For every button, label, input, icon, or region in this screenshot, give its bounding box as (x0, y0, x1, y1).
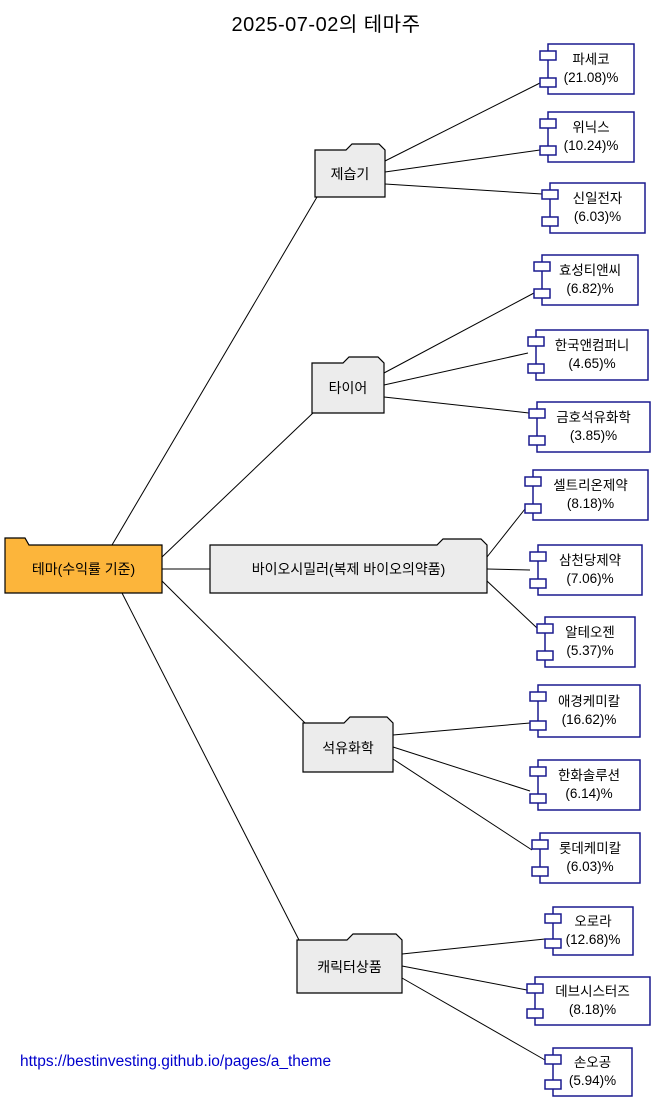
theme-node-label: 석유화학 (322, 739, 374, 756)
stock-node-shape (529, 684, 641, 738)
stock-name: 애경케미칼 (557, 694, 621, 710)
stock-node-shape (531, 832, 641, 884)
stock-node-shape (528, 401, 651, 453)
tree-edges (111, 82, 546, 1061)
stock-node-shape (529, 759, 641, 811)
stock-return: (6.03)% (573, 209, 622, 224)
stock-name: 효성티앤씨 (558, 263, 622, 279)
stock-node-label: 한화솔루션 (6.14)% (538, 760, 640, 810)
stock-node-label: 신일전자 (6.03)% (550, 183, 645, 233)
stock-name: 신일전자 (572, 191, 623, 207)
stock-return: (10.24)% (563, 138, 619, 153)
stock-node-shape (536, 616, 636, 668)
stock-return: (8.18)% (568, 1002, 617, 1017)
stock-name: 알테오젠 (565, 625, 615, 641)
stock-name: 파세코 (572, 52, 610, 68)
stock-node-label: 오로라 (12.68)% (553, 907, 633, 955)
stock-node-shape (544, 1047, 633, 1097)
stock-name: 오로라 (574, 914, 612, 930)
stock-node-shape (539, 111, 635, 163)
stock-return: (7.06)% (566, 571, 614, 586)
stock-return: (12.68)% (565, 932, 621, 947)
stock-return: (5.37)% (566, 643, 614, 658)
stock-node-label: 파세코 (21.08)% (548, 44, 634, 94)
stock-node-shape (524, 469, 649, 521)
stock-node-shape (527, 329, 649, 381)
stock-node-label: 한국앤컴퍼니 (4.65)% (536, 330, 648, 380)
stock-name: 위닉스 (572, 120, 610, 136)
stock-return: (6.03)% (566, 859, 614, 874)
stock-node-label: 금호석유화학 (3.85)% (537, 402, 650, 452)
source-link[interactable]: https://bestinvesting.github.io/pages/a_… (20, 1053, 332, 1070)
stock-return: (16.62)% (561, 712, 617, 727)
theme-folder-shapes (209, 143, 488, 994)
stock-return: (21.08)% (563, 70, 619, 85)
root-node-shape (4, 537, 163, 594)
stock-node-label: 애경케미칼 (16.62)% (538, 685, 640, 737)
stock-return: (5.94)% (568, 1073, 617, 1088)
stock-component-shapes (524, 43, 651, 1097)
stock-name: 롯데케미칼 (558, 841, 622, 857)
stock-node-shape (539, 43, 635, 95)
theme-node-label: 캐릭터상품 (317, 958, 382, 975)
stock-return: (4.65)% (568, 356, 616, 371)
stock-node-label: 알테오젠 (5.37)% (545, 617, 635, 667)
stock-node-shape (526, 976, 651, 1026)
stock-node-label: 삼천당제약 (7.06)% (538, 545, 642, 595)
stock-name: 한화솔루션 (557, 768, 621, 784)
stock-name: 셀트리온제약 (553, 478, 628, 494)
root-node-label: 테마(수익률 기준) (31, 561, 136, 577)
stock-return: (8.18)% (566, 496, 615, 511)
stock-node-shape (533, 254, 639, 306)
stock-name: 손오공 (573, 1055, 612, 1071)
stock-node-label: 손오공 (5.94)% (553, 1048, 632, 1096)
stock-return: (6.14)% (565, 786, 613, 801)
stock-return: (3.85)% (569, 428, 618, 443)
theme-node-label: 타이어 (328, 380, 368, 396)
stock-node-label: 셀트리온제약 (8.18)% (533, 470, 648, 520)
stock-name: 금호석유화학 (556, 410, 631, 426)
stock-node-label: 롯데케미칼 (6.03)% (540, 833, 640, 883)
stock-node-label: 효성티앤씨 (6.82)% (542, 255, 638, 305)
stock-name: 한국앤컴퍼니 (554, 338, 630, 354)
stock-node-label: 위닉스 (10.24)% (548, 112, 634, 162)
theme-node-label: 바이오시밀러(복제 바이오의약품) (251, 561, 446, 577)
page-title: 2025-07-02의 테마주 (231, 14, 421, 36)
stock-name: 삼천당제약 (558, 553, 622, 569)
stock-node-shape (541, 182, 646, 234)
stock-node-shape (529, 544, 643, 596)
stock-name: 데브시스터즈 (555, 984, 630, 1000)
stock-node-label: 데브시스터즈 (8.18)% (535, 977, 650, 1025)
theme-node-label: 제습기 (330, 165, 370, 182)
stock-return: (6.82)% (566, 281, 614, 296)
stock-node-shape (544, 906, 634, 956)
